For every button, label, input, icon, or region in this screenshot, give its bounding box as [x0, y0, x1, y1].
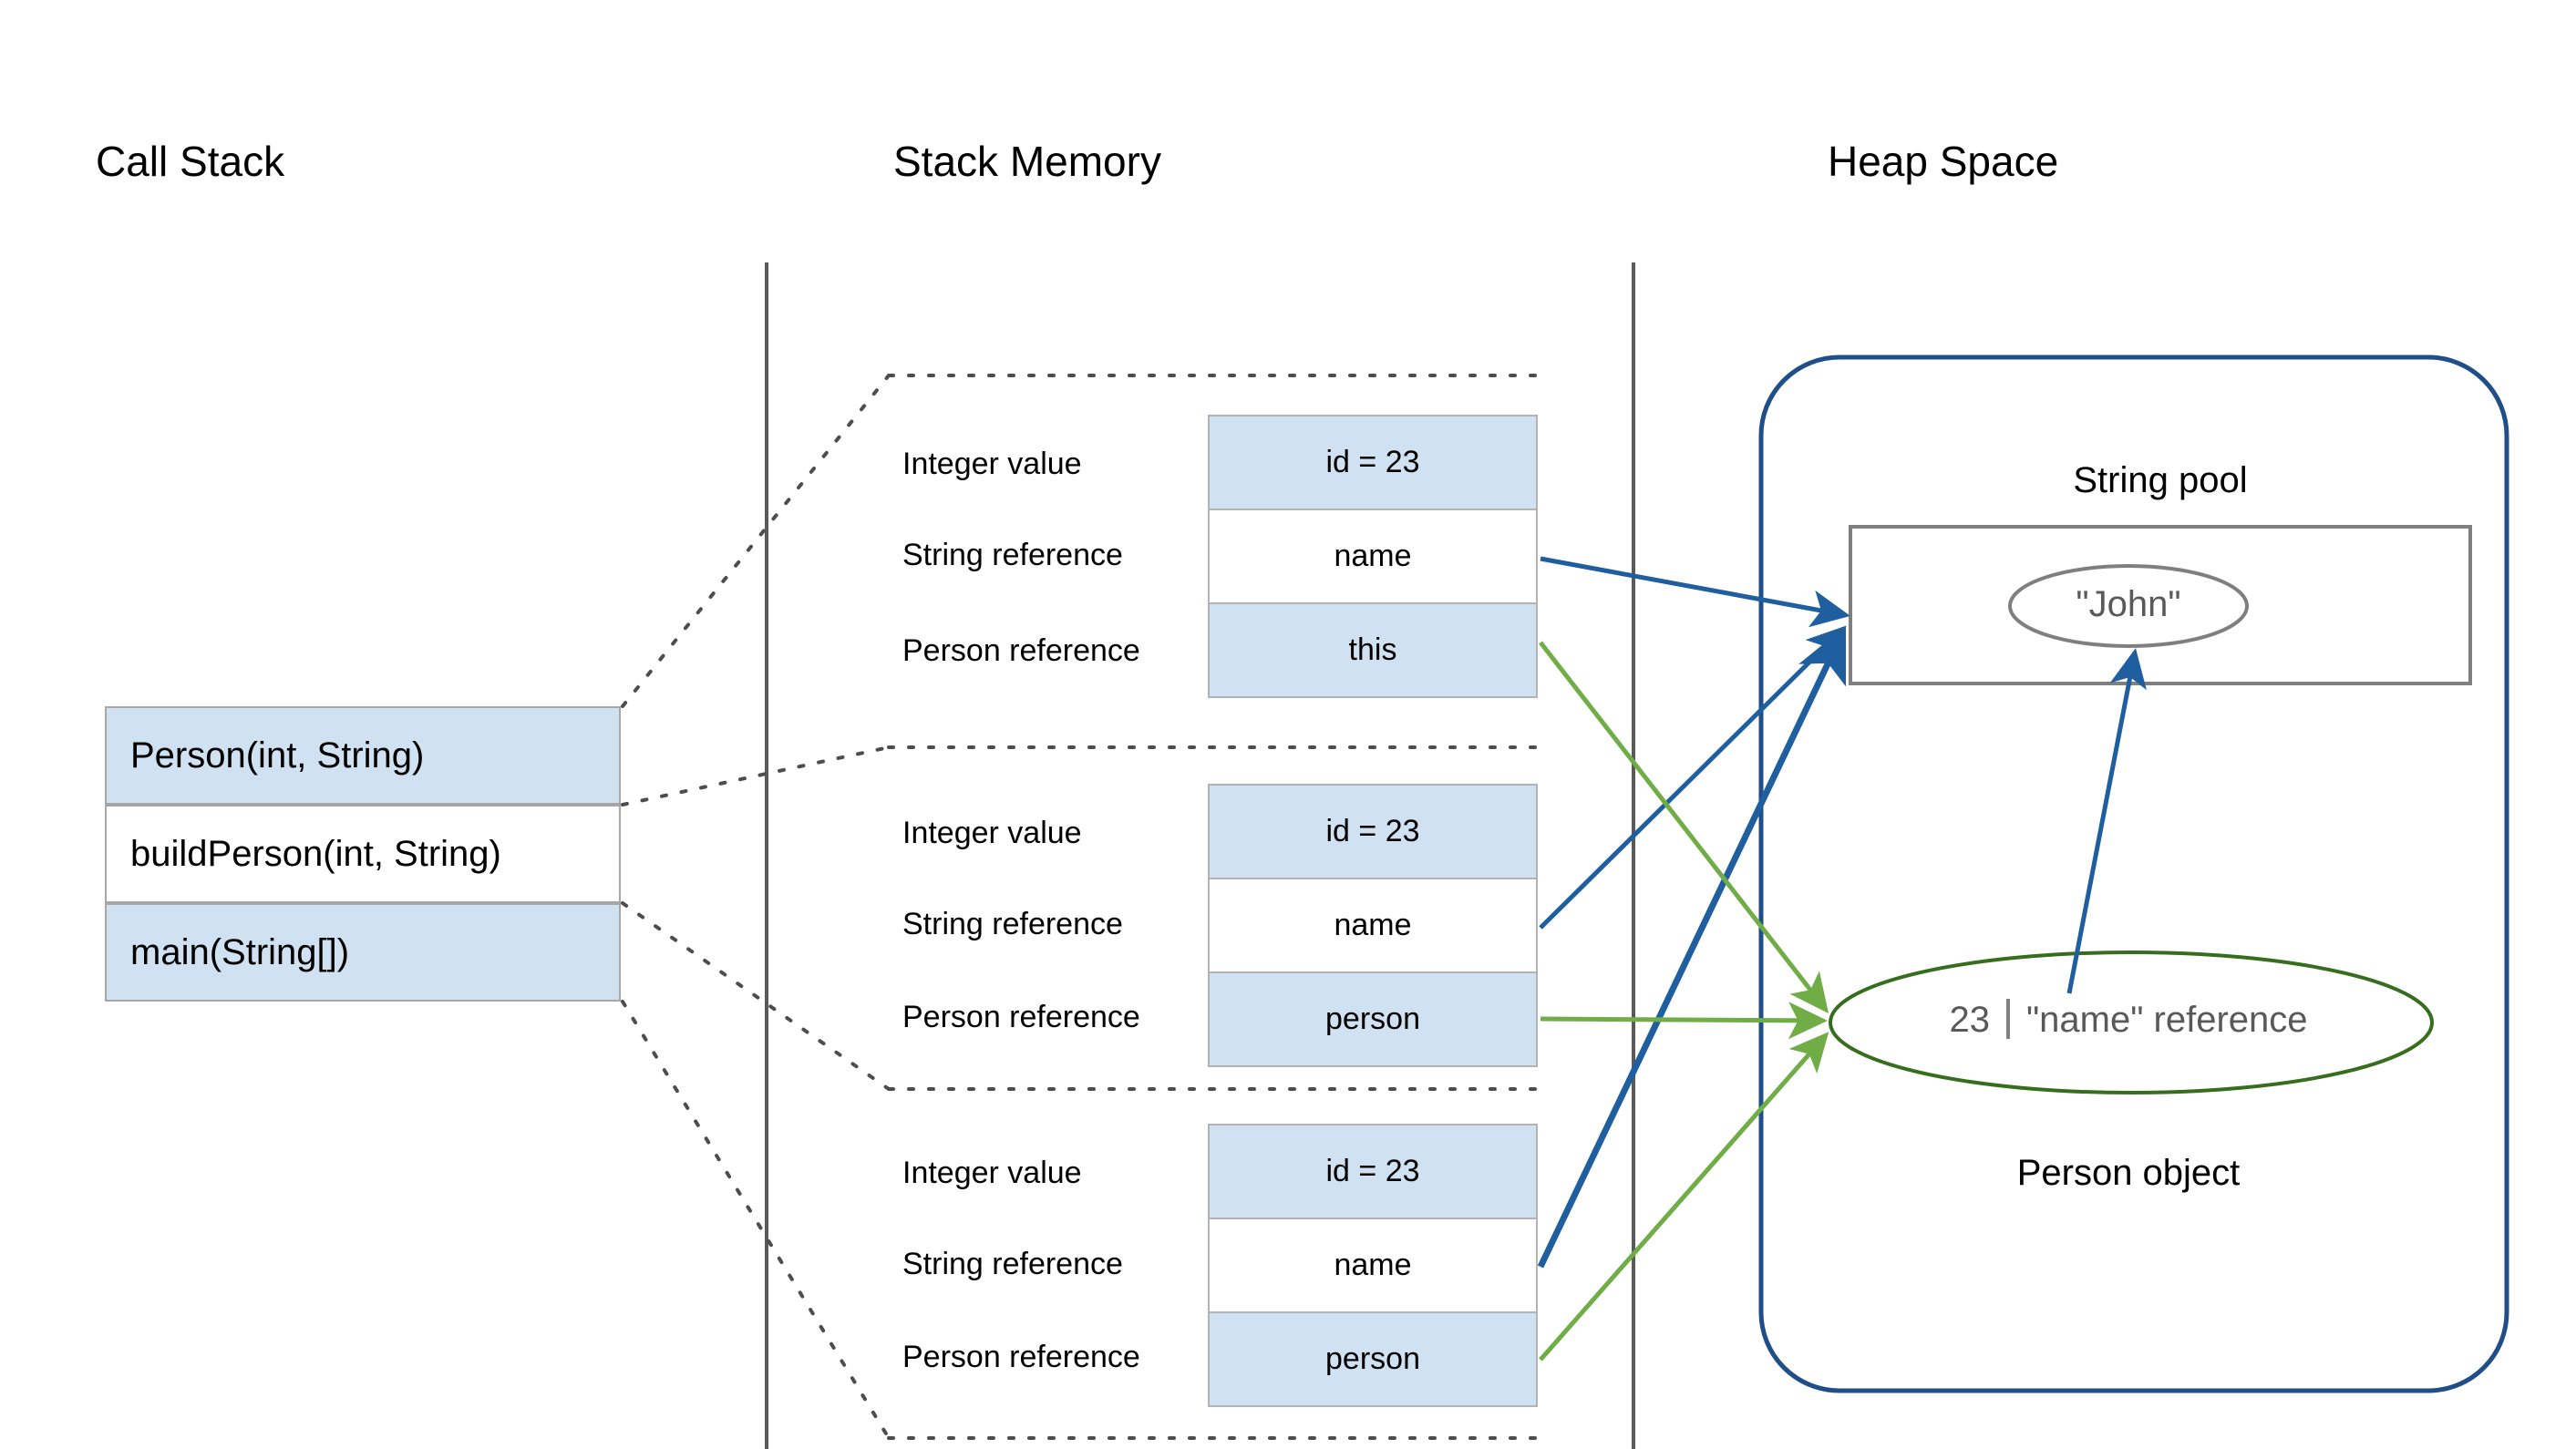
frame3-slot-person[interactable]: person: [1208, 1311, 1538, 1407]
frame2-row-label-person: Person reference: [902, 1000, 1140, 1034]
heap-container: [1758, 355, 2509, 1393]
frame1-row-label-string: String reference: [902, 538, 1123, 572]
frame3-slot-id[interactable]: id = 23: [1208, 1124, 1538, 1219]
person-object-caption: Person object: [2016, 1153, 2241, 1193]
frame2-slot-person[interactable]: person: [1208, 971, 1538, 1067]
person-object-fields: 23 "name" reference: [1850, 999, 2406, 1041]
frame1-slot-id[interactable]: id = 23: [1208, 415, 1538, 510]
frame1-row-label-integer: Integer value: [902, 447, 1082, 481]
string-literal-text: "John": [2076, 584, 2181, 624]
person-object-name-ref: "name" reference: [2025, 1000, 2308, 1040]
column-title-stack-memory: Stack Memory: [893, 138, 1161, 185]
call-stack-frame-label: buildPerson(int, String): [130, 833, 501, 874]
leader-buildperson-to-frame1-bottom: [621, 745, 891, 807]
frame2-row-label-integer: Integer value: [902, 816, 1082, 850]
field-separator: [2005, 999, 2010, 1039]
column-title-heap-space: Heap Space: [1828, 138, 2059, 185]
arrow-frame1-name-to-string-pool: [1540, 556, 1850, 628]
call-stack-frame-label: main(String[]): [130, 931, 350, 972]
string-pool-label: String pool: [2073, 460, 2248, 500]
arrow-person-object-to-string-literal: [2066, 648, 2147, 994]
person-object-id: 23: [1949, 1000, 1990, 1040]
frame3-slot-name[interactable]: name: [1208, 1218, 1538, 1313]
frame2-slot-name[interactable]: name: [1208, 878, 1538, 973]
call-stack-frame-label: Person(int, String): [130, 735, 425, 776]
frame3-row-label-person: Person reference: [902, 1340, 1140, 1374]
frame2-row-label-string: String reference: [902, 907, 1123, 941]
leader-main-to-frame2-bottom: [621, 901, 891, 1091]
frame3-row-label-integer: Integer value: [902, 1156, 1082, 1190]
leader-main-to-frame3-bottom: [621, 1000, 891, 1440]
leader-person-to-frame1: [621, 374, 891, 708]
arrow-frame3-person-to-person-object: [1539, 1032, 1829, 1362]
column-title-call-stack: Call Stack: [96, 138, 285, 185]
frame1-slot-this[interactable]: this: [1208, 602, 1538, 698]
arrow-frame1-this-to-person-object: [1539, 641, 1829, 1013]
arrow-frame2-person-to-person-object: [1540, 1002, 1828, 1040]
call-stack-frame-person[interactable]: Person(int, String): [105, 706, 621, 805]
arrow-frame3-name-to-string-pool: [1537, 625, 1847, 1269]
frame3-row-label-string: String reference: [902, 1247, 1123, 1281]
call-stack-frame-buildperson[interactable]: buildPerson(int, String): [105, 805, 621, 903]
frame1-slot-name[interactable]: name: [1208, 509, 1538, 604]
arrow-frame2-name-to-string-pool: [1539, 625, 1847, 930]
call-stack-frame-main[interactable]: main(String[]): [105, 903, 621, 1002]
frame1-row-label-person: Person reference: [902, 633, 1140, 668]
frame2-slot-id[interactable]: id = 23: [1208, 784, 1538, 879]
